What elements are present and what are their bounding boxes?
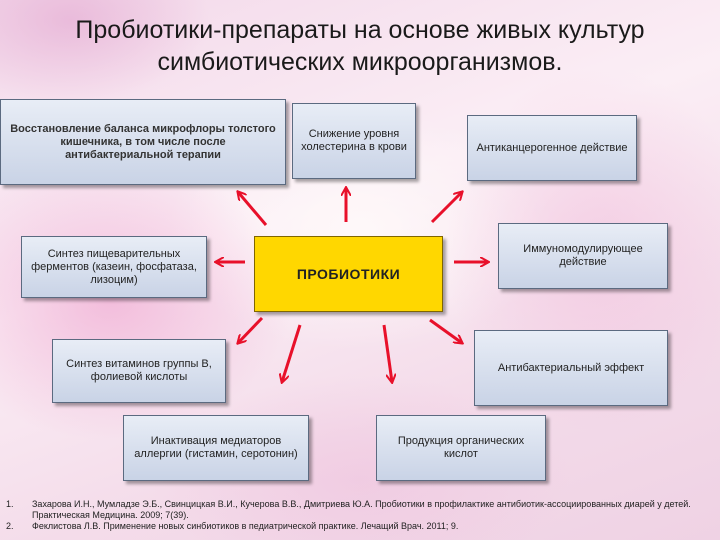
reference-item: 2. Феклистова Л.В. Применение новых синб… (6, 521, 706, 532)
reference-number: 2. (6, 521, 14, 531)
effect-immuno: Иммуномодулирующее действие (498, 223, 668, 289)
effect-acids-label: Продукция органических кислот (397, 435, 525, 460)
effect-cholesterol-label: Снижение уровня холестерина в крови (301, 128, 407, 153)
effect-immuno-label: Иммуномодулирующее действие (523, 243, 643, 268)
effect-enzymes: Синтез пищеварительных ферментов (казеин… (21, 236, 207, 298)
effect-acids: Продукция органических кислот (376, 415, 546, 481)
arrow-to-allergy (282, 324, 302, 382)
effect-enzymes-label: Синтез пищеварительных ферментов (казеин… (31, 247, 197, 286)
reference-text: Феклистова Л.В. Применение новых синбиот… (32, 521, 459, 531)
slide-title: Пробиотики-препараты на основе живых кул… (75, 16, 645, 76)
effect-cholesterol: Снижение уровня холестерина в крови (292, 103, 416, 179)
references-list: 1. Захарова И.Н., Мумладзе Э.Б., Свинциц… (6, 499, 706, 532)
arrow-to-antibacterial (429, 318, 462, 343)
center-probiotics-label: ПРОБИОТИКИ (296, 266, 401, 282)
effect-anticancer: Антиканцерогенное действие (467, 115, 637, 181)
reference-number: 1. (6, 499, 14, 509)
effect-flora: Восстановление баланса микрофлоры толсто… (0, 99, 286, 185)
arrow-to-anticancer (430, 192, 462, 224)
arrow-to-acids (382, 324, 392, 382)
effect-allergy: Инактивация медиаторов аллергии (гистами… (123, 415, 309, 481)
center-probiotics: ПРОБИОТИКИ (254, 236, 443, 312)
arrow-to-vitamins (238, 316, 264, 343)
effect-antibacterial: Антибактериальный эффект (474, 330, 668, 406)
effect-allergy-label: Инактивация медиаторов аллергии (гистами… (134, 435, 298, 460)
reference-item: 1. Захарова И.Н., Мумладзе Э.Б., Свинциц… (6, 499, 706, 521)
arrow-to-flora (238, 192, 268, 226)
effect-antibacterial-label: Антибактериальный эффект (497, 361, 645, 374)
effect-vitamins: Синтез витаминов группы В, фолиевой кисл… (52, 339, 226, 403)
reference-text: Захарова И.Н., Мумладзе Э.Б., Свинцицкая… (32, 499, 691, 520)
effect-anticancer-label: Антиканцерогенное действие (476, 141, 628, 154)
effect-flora-label: Восстановление баланса микрофлоры толсто… (10, 122, 276, 161)
effect-vitamins-label: Синтез витаминов группы В, фолиевой кисл… (66, 358, 212, 383)
